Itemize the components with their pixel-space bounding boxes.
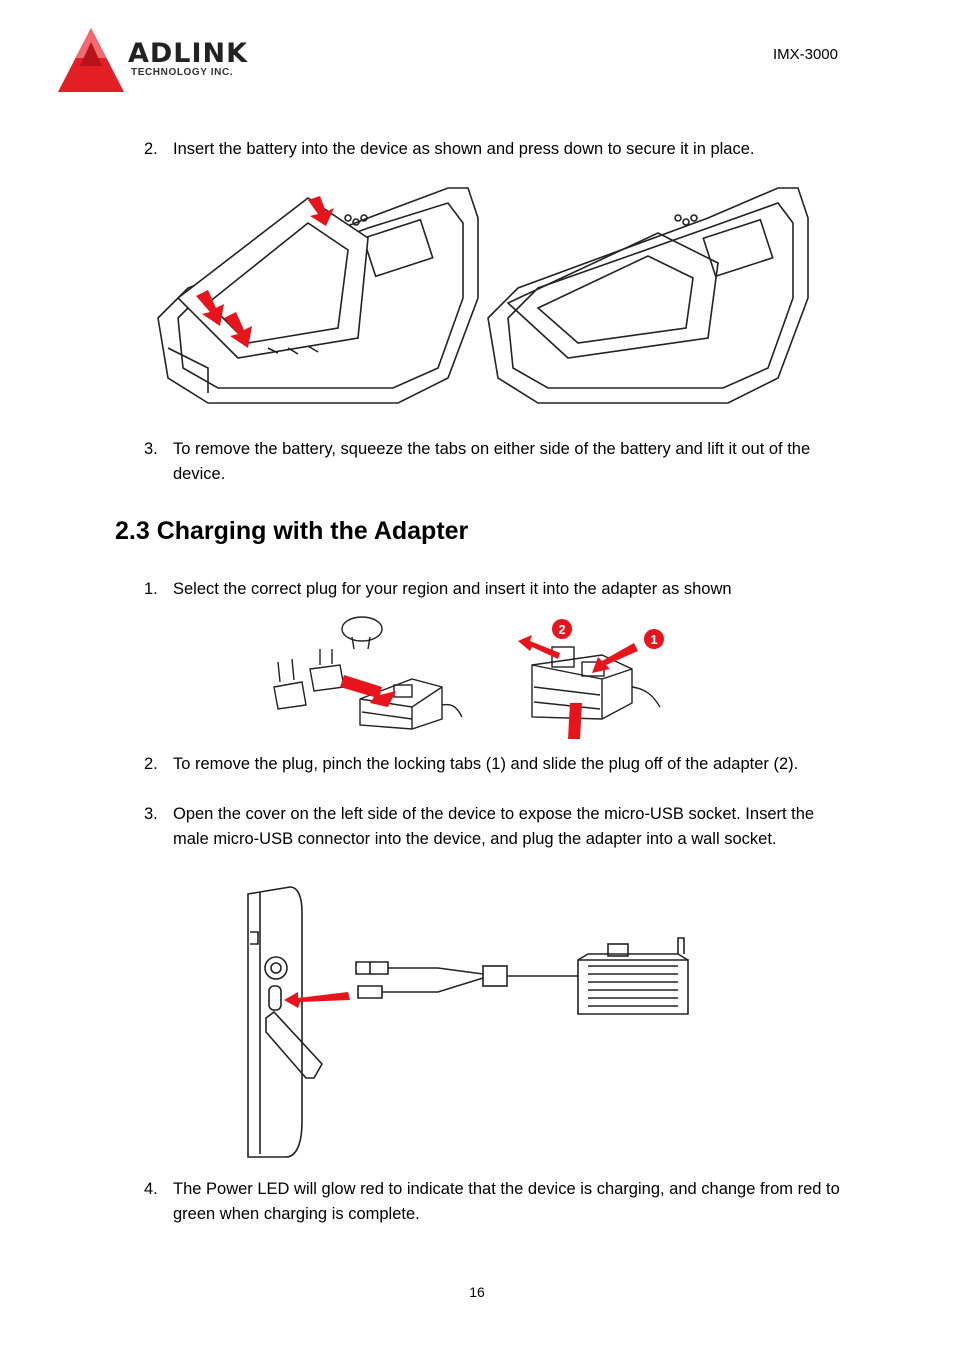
step-remove-plug: 2. To remove the plug, pinch the locking… xyxy=(144,752,844,777)
callout-2: 2 xyxy=(558,622,565,637)
connect-arrow xyxy=(284,992,350,1008)
step-text: The Power LED will glow red to indicate … xyxy=(173,1180,840,1223)
step-number: 3. xyxy=(144,805,158,823)
step-text: Select the correct plug for your region … xyxy=(173,580,732,598)
section-heading: 2.3 Charging with the Adapter xyxy=(115,517,469,545)
plug-adapter-figure: 2 1 xyxy=(273,616,664,739)
step-connect-usb: 3. Open the cover on the left side of th… xyxy=(144,802,844,852)
step-insert-battery: 2. Insert the battery into the device as… xyxy=(144,137,844,162)
step-select-plug: 1. Select the correct plug for your regi… xyxy=(144,577,844,602)
step-text: To remove the battery, squeeze the tabs … xyxy=(173,440,811,483)
page-number: 16 xyxy=(469,1284,485,1300)
step-remove-battery: 3. To remove the battery, squeeze the ta… xyxy=(144,437,844,487)
logo-wordmark: ADLINK xyxy=(128,38,249,69)
logo-subtext: TECHNOLOGY INC. xyxy=(131,67,234,78)
step-number: 3. xyxy=(144,440,158,458)
step-text: Insert the battery into the device as sh… xyxy=(173,140,755,158)
step-number: 4. xyxy=(144,1180,158,1198)
step-text: Open the cover on the left side of the d… xyxy=(173,805,815,848)
step-number: 2. xyxy=(144,140,158,158)
usb-charging-figure xyxy=(247,886,689,1158)
callout-1: 1 xyxy=(650,632,657,647)
battery-insertion-figure xyxy=(157,187,809,404)
step-text: To remove the plug, pinch the locking ta… xyxy=(173,755,799,773)
document-title: IMX-3000 xyxy=(772,46,838,63)
adlink-logo xyxy=(58,28,124,92)
step-number: 1. xyxy=(144,580,158,598)
callout-badges xyxy=(552,619,664,649)
step-number: 2. xyxy=(144,755,158,773)
step-power-led: 4. The Power LED will glow red to indica… xyxy=(144,1177,844,1227)
